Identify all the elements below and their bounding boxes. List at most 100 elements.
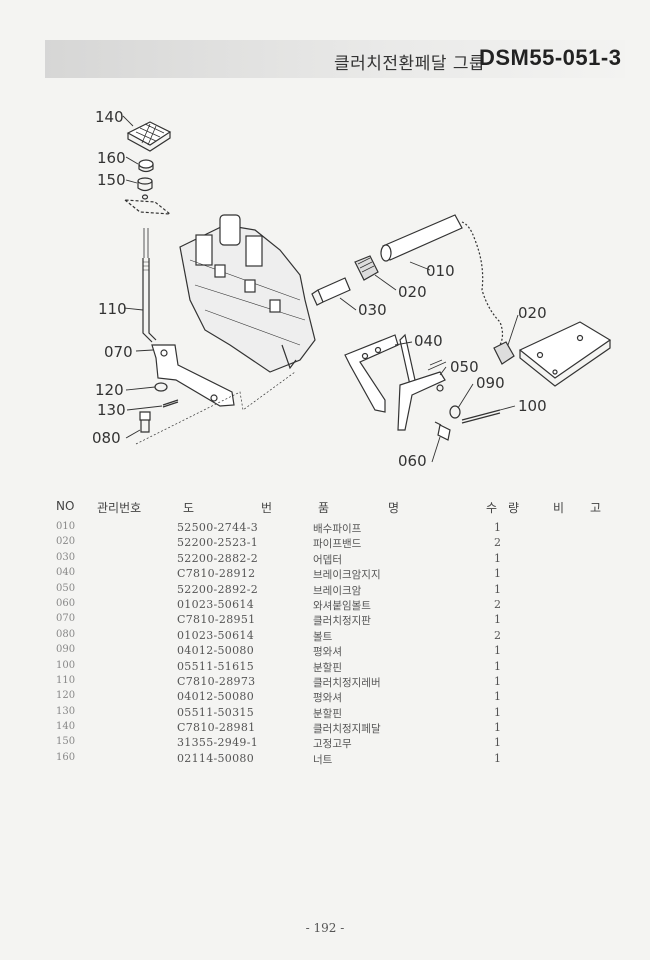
part-name-cell: 배수파이프 xyxy=(313,523,362,535)
quantity-cell: 1 xyxy=(494,613,501,627)
quantity-cell: 1 xyxy=(494,521,501,534)
washer-bolt-part xyxy=(434,421,451,441)
part-name-cell: 클러치정지페달 xyxy=(313,723,381,736)
quantity-cell: 1 xyxy=(494,690,501,704)
group-code: DSM55-051-3 xyxy=(479,45,622,70)
part-no-cell: 050 xyxy=(56,582,76,594)
leader-lines xyxy=(122,115,519,463)
drawing-number-cell: 04012-50080 xyxy=(177,690,255,704)
brake-arm-part xyxy=(397,359,447,431)
callout-090: 090 xyxy=(476,374,505,392)
part-name-cell: 브레이크암 xyxy=(313,584,362,597)
part-no-cell: 060 xyxy=(56,597,76,609)
quantity-cell: 1 xyxy=(494,751,501,765)
quantity-cell: 1 xyxy=(494,705,501,719)
quantity-cell: 1 xyxy=(494,736,501,750)
cotter-pin-part xyxy=(461,409,501,424)
part-name-cell: 분할핀 xyxy=(313,707,342,720)
table-row: 130 05511-50315 분할핀 1 xyxy=(0,706,650,721)
part-no-cell: 120 xyxy=(56,690,76,702)
part-name-cell: 클러치정지판 xyxy=(313,615,371,628)
rubber-part xyxy=(137,177,153,200)
drawing-number-cell: C7810-28973 xyxy=(177,674,256,688)
quantity-cell: 1 xyxy=(494,659,501,673)
part-name-cell: 브레이크암지지 xyxy=(313,569,381,582)
drawing-number-cell: 31355-2949-1 xyxy=(177,736,259,750)
callout-140: 140 xyxy=(95,108,124,126)
part-name-cell: 파이프밴드 xyxy=(313,538,362,551)
col-remarks-2: 고 xyxy=(590,501,602,515)
engine-block xyxy=(179,214,316,373)
quantity-cell: 2 xyxy=(494,536,501,550)
part-no-cell: 090 xyxy=(56,644,76,656)
quantity-cell: 1 xyxy=(494,551,501,565)
split-pin-part xyxy=(162,399,179,408)
part-no-cell: 030 xyxy=(56,551,76,563)
col-name-1: 품 xyxy=(318,501,330,515)
part-no-cell: 100 xyxy=(56,659,76,671)
callout-120: 120 xyxy=(95,381,124,399)
callout-050: 050 xyxy=(450,358,479,376)
callout-130: 130 xyxy=(97,401,126,419)
page-number: - 192 - xyxy=(305,921,345,935)
quantity-cell: 1 xyxy=(494,582,501,596)
callout-070: 070 xyxy=(104,343,133,361)
col-no: NO xyxy=(56,499,75,513)
bolt-part xyxy=(139,411,151,433)
brake-arm-support-part xyxy=(344,333,416,413)
adapter-part xyxy=(311,277,351,306)
callout-160: 160 xyxy=(97,149,126,167)
drain-pipe-part xyxy=(380,214,504,346)
exploded-parts-diagram: 140 160 150 110 070 120 130 080 010 020 … xyxy=(92,108,612,470)
quantity-cell: 2 xyxy=(494,628,501,642)
quantity-cell: 1 xyxy=(494,674,501,688)
drawing-number-cell: C7810-28912 xyxy=(177,567,256,581)
page-title: 클러치전환페달 그룹 xyxy=(334,54,486,74)
col-drawing-1: 도 xyxy=(183,501,195,515)
parts-table-header: NO 관리번호 도 번 품 명 수 량 비 고 xyxy=(0,499,650,519)
part-no-cell: 010 xyxy=(56,521,76,532)
drawing-number-cell: 05511-50315 xyxy=(177,705,255,719)
callout-110: 110 xyxy=(98,300,127,318)
callout-020: 020 xyxy=(398,283,427,301)
callout-010: 010 xyxy=(426,262,455,280)
part-no-cell: 130 xyxy=(56,705,76,717)
nut-part xyxy=(138,159,154,173)
pipe-band-part xyxy=(354,255,379,281)
drawing-number-cell: 02114-50080 xyxy=(177,751,255,765)
col-name-2: 명 xyxy=(388,501,400,515)
table-row: 140 C7810-28981 클러치정지페달 1 xyxy=(0,721,650,736)
callout-040: 040 xyxy=(414,332,443,350)
part-name-cell: 너트 xyxy=(313,753,333,766)
quantity-cell: 1 xyxy=(494,721,501,735)
header-band xyxy=(45,40,625,78)
quantity-cell: 1 xyxy=(494,644,501,658)
part-name-cell: 클러치정지레버 xyxy=(313,676,381,689)
drawing-number-cell: C7810-28981 xyxy=(177,721,256,735)
callout-080: 080 xyxy=(92,429,121,447)
col-drawing-2: 번 xyxy=(261,501,273,515)
part-name-cell: 평와셔 xyxy=(313,692,342,705)
table-row: 120 04012-50080 평와셔 1 xyxy=(0,690,650,705)
part-name-cell: 와셔붙임볼트 xyxy=(313,599,371,612)
part-no-cell: 140 xyxy=(56,721,76,733)
drawing-number-cell: 52200-2882-2 xyxy=(177,551,259,565)
part-no-cell: 110 xyxy=(56,674,76,686)
quantity-cell: 2 xyxy=(494,597,501,611)
callout-020-right: 020 xyxy=(518,304,547,322)
table-row: 110 C7810-28973 클러치정지레버 1 xyxy=(0,675,650,690)
washer-part xyxy=(154,382,168,392)
pedal-part xyxy=(126,121,172,152)
stop-plate-part xyxy=(151,344,235,407)
